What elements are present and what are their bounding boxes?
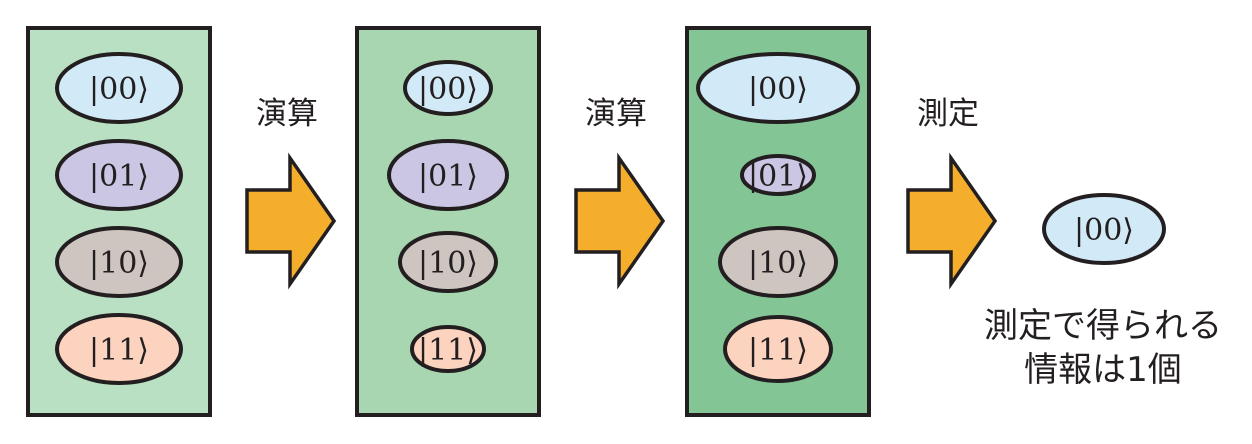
panel-initial-state: |00⟩ |01⟩ |10⟩ |11⟩ [26,26,212,417]
ket-10-step2: |10⟩ [718,226,838,298]
ket-00-step2-label: |00⟩ [748,72,808,107]
ket-10-step2-label: |10⟩ [748,246,808,281]
result-caption-line-1: 測定で得られる [984,306,1222,346]
ket-01-step1: |01⟩ [387,139,509,211]
result-caption-line-2: 情報は1個 [1024,350,1182,390]
ket-00-initial: |00⟩ [55,52,183,124]
ket-01-initial: |01⟩ [55,139,183,211]
ket-11-step1-label: |11⟩ [418,333,478,368]
ket-01-step2-label: |01⟩ [748,159,808,194]
arrow-right-icon-1 [245,152,337,290]
ket-10-step1: |10⟩ [398,231,498,293]
ket-01-initial-label: |01⟩ [89,159,149,194]
operation-label-1: 演算 [256,96,318,132]
ket-00-step1-label: |00⟩ [418,72,478,107]
ket-00-step2: |00⟩ [696,52,860,124]
operation-label-2: 演算 [585,96,647,132]
measured-result-state: |00⟩ [1042,193,1166,265]
arrow-right-icon-3 [906,152,998,290]
ket-00-initial-label: |00⟩ [89,72,149,107]
panel-after-operation-2: |00⟩ |01⟩ |10⟩ |11⟩ [685,26,871,417]
ket-10-step1-label: |10⟩ [418,246,478,281]
ket-11-step2-label: |11⟩ [748,333,808,368]
measured-result-label: |00⟩ [1074,213,1134,248]
ket-01-step1-label: |01⟩ [418,159,478,194]
measurement-label: 測定 [917,96,979,132]
ket-11-step1: |11⟩ [410,325,486,373]
ket-11-initial-label: |11⟩ [89,333,149,368]
arrow-right-icon-2 [574,152,666,290]
panel-after-operation-1: |00⟩ |01⟩ |10⟩ |11⟩ [355,26,541,417]
ket-00-step1: |00⟩ [403,60,493,116]
ket-11-step2: |11⟩ [723,315,833,383]
ket-10-initial: |10⟩ [55,226,183,298]
ket-10-initial-label: |10⟩ [89,246,149,281]
ket-11-initial: |11⟩ [55,313,183,385]
ket-01-step2: |01⟩ [740,154,816,196]
